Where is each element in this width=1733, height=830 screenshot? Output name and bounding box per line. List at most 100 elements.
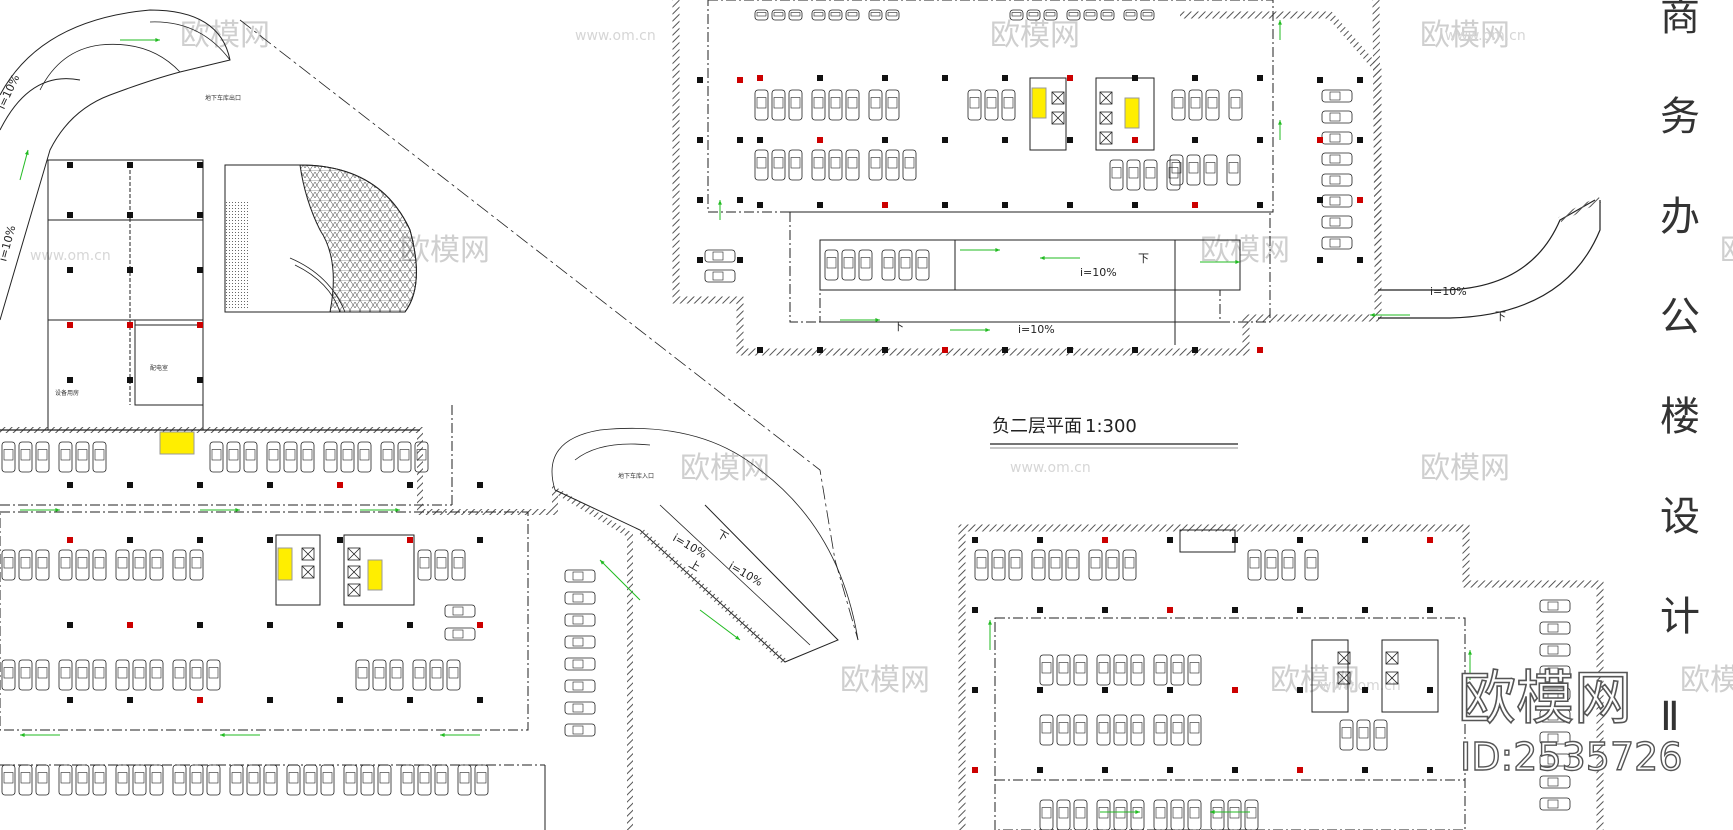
traffic-arrow <box>19 149 29 181</box>
parking-space <box>189 764 204 796</box>
column <box>1427 537 1433 543</box>
parking-space <box>35 764 50 796</box>
parking-space <box>400 764 415 796</box>
column <box>477 537 483 543</box>
parking-space <box>885 9 900 21</box>
ramp-slope-label-3: i=10% <box>1430 285 1467 298</box>
column <box>737 257 743 263</box>
column <box>1232 767 1238 773</box>
parking-space <box>412 659 427 691</box>
ramp-down-label-3: 下 <box>893 320 904 333</box>
traffic-arrow <box>20 733 60 737</box>
parking-space <box>172 764 187 796</box>
column <box>1232 607 1238 613</box>
parking-space <box>263 764 278 796</box>
parking-space <box>1227 799 1242 830</box>
column <box>817 75 823 81</box>
parking-space <box>898 249 913 281</box>
parking-space <box>1166 159 1181 191</box>
parking-space <box>35 549 50 581</box>
parking-space <box>564 723 596 737</box>
column <box>1427 607 1433 613</box>
parking-space <box>1539 775 1571 789</box>
parking-space <box>885 89 900 121</box>
column <box>697 77 703 83</box>
column <box>737 77 743 83</box>
parking-space <box>360 764 375 796</box>
parking-space <box>343 764 358 796</box>
parking-space <box>75 659 90 691</box>
parking-space <box>1339 719 1354 751</box>
column <box>1427 687 1433 693</box>
parking-space <box>58 764 73 796</box>
parking-space <box>1170 714 1185 746</box>
parking-space <box>35 441 50 473</box>
watermark-brand: 欧模网 <box>840 663 930 698</box>
column <box>1167 537 1173 543</box>
column <box>942 75 948 81</box>
column <box>1297 607 1303 613</box>
watermark-brand: 欧模网 <box>1200 233 1290 268</box>
parking-space <box>283 441 298 473</box>
parking-space <box>92 659 107 691</box>
parking-space <box>1039 714 1054 746</box>
column <box>1037 767 1043 773</box>
traffic-arrow <box>200 508 240 512</box>
parking-space <box>1373 719 1388 751</box>
parking-space <box>1304 549 1319 581</box>
parking-space <box>1153 799 1168 830</box>
parking-space <box>149 659 164 691</box>
parking-space <box>189 549 204 581</box>
parking-space <box>303 764 318 796</box>
column <box>1002 347 1008 353</box>
parking-space <box>1281 549 1296 581</box>
parking-space <box>858 249 873 281</box>
parking-space <box>1539 753 1571 767</box>
parking-space <box>1126 159 1141 191</box>
column <box>1132 75 1138 81</box>
parking-space <box>1113 654 1128 686</box>
plan-title: 负二层平面 <box>992 416 1082 437</box>
column <box>757 137 763 143</box>
parking-space <box>1039 799 1054 830</box>
column <box>1317 77 1323 83</box>
column <box>817 347 823 353</box>
traffic-arrow <box>960 248 1000 252</box>
parking-space <box>902 149 917 181</box>
parking-space <box>300 441 315 473</box>
parking-space <box>564 613 596 627</box>
column <box>267 622 273 628</box>
column <box>1037 607 1043 613</box>
parking-space <box>1039 654 1054 686</box>
column <box>1102 687 1108 693</box>
parking-space <box>564 591 596 605</box>
parking-space <box>1321 152 1353 166</box>
parking-space <box>771 9 786 21</box>
ramp-down-label-4: 下 <box>715 527 731 544</box>
vertical-title-char: 务 <box>1660 94 1700 140</box>
parking-space <box>1356 719 1371 751</box>
parking-space <box>357 441 372 473</box>
column <box>972 607 978 613</box>
parking-space <box>1031 549 1046 581</box>
parking-space <box>1 549 16 581</box>
column <box>1257 202 1263 208</box>
parking-space <box>811 89 826 121</box>
parking-space <box>474 764 489 796</box>
parking-space <box>149 549 164 581</box>
parking-space <box>1321 89 1353 103</box>
parking-space <box>75 764 90 796</box>
parking-space <box>1009 9 1024 21</box>
column <box>197 622 203 628</box>
column <box>697 137 703 143</box>
parking-space <box>1056 799 1071 830</box>
column <box>882 137 888 143</box>
column <box>757 347 763 353</box>
parking-space <box>1096 714 1111 746</box>
column <box>127 322 133 328</box>
parking-space <box>1140 9 1155 21</box>
parking-space <box>788 89 803 121</box>
column <box>477 622 483 628</box>
column <box>1232 687 1238 693</box>
ramp-down-label-1: 下 <box>1495 310 1506 323</box>
